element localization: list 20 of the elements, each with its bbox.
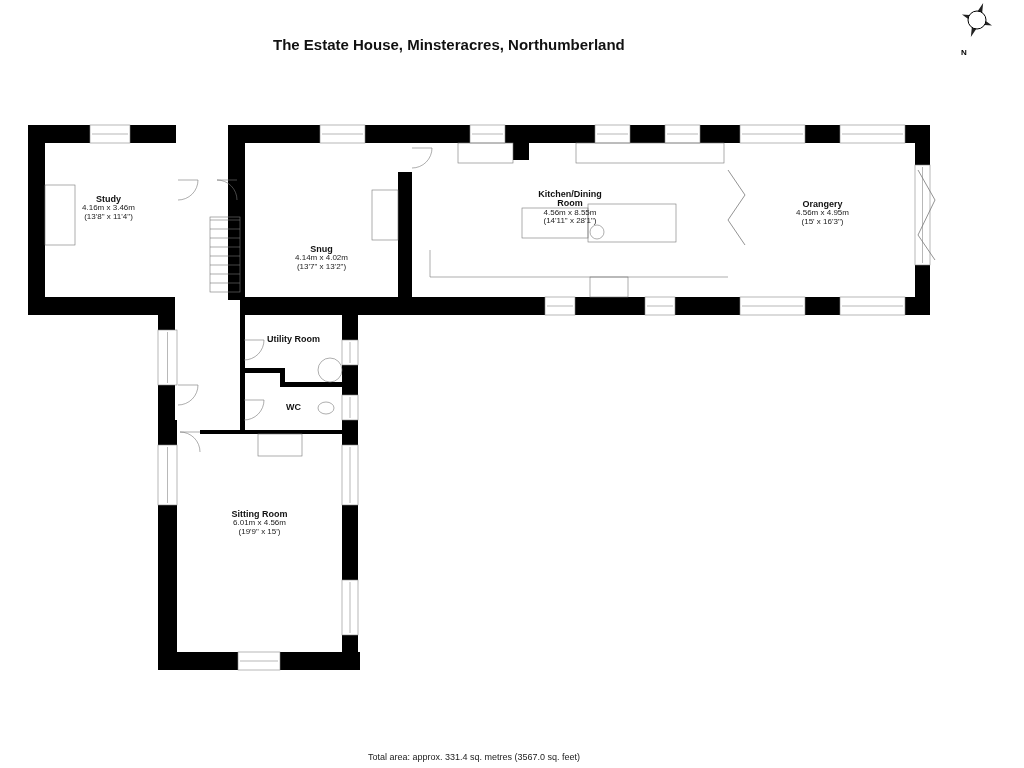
- room-dimensions: 4.16m x 3.46m: [82, 204, 135, 213]
- room-dimensions: 4.14m x 4.02m: [295, 254, 348, 263]
- room-name: Kitchen/Dining Room: [537, 190, 603, 209]
- room-name: Sitting Room: [231, 510, 288, 519]
- room-dimensions: 4.56m x 8.55m: [543, 208, 597, 218]
- room-dimensions: 6.01m x 4.56m: [233, 519, 286, 528]
- room-dimensions: (19'9" x 15'): [238, 527, 281, 537]
- total-area-note: Total area: approx. 331.4 sq. metres (3567.0 sq. feet): [368, 752, 581, 762]
- room-name: Utility Room: [267, 335, 320, 345]
- room-name: Snug: [310, 245, 333, 254]
- room-dimensions: (13'8" x 11'4"): [84, 212, 133, 222]
- room-dimensions: (15' x 16'3"): [801, 217, 844, 227]
- room-dimensions: (13'7" x 13'2"): [296, 262, 347, 272]
- room-dimensions: (14'11" x 28'1"): [543, 217, 597, 226]
- room-name: WC: [286, 403, 301, 413]
- room-name: Orangery: [802, 200, 843, 209]
- compass-north-label: N: [961, 48, 967, 57]
- plan-title: The Estate House, Minsteracres, Northumberland: [273, 36, 625, 53]
- room-name: Study: [96, 195, 121, 204]
- room-dimensions: 4.56m x 4.95m: [796, 209, 849, 218]
